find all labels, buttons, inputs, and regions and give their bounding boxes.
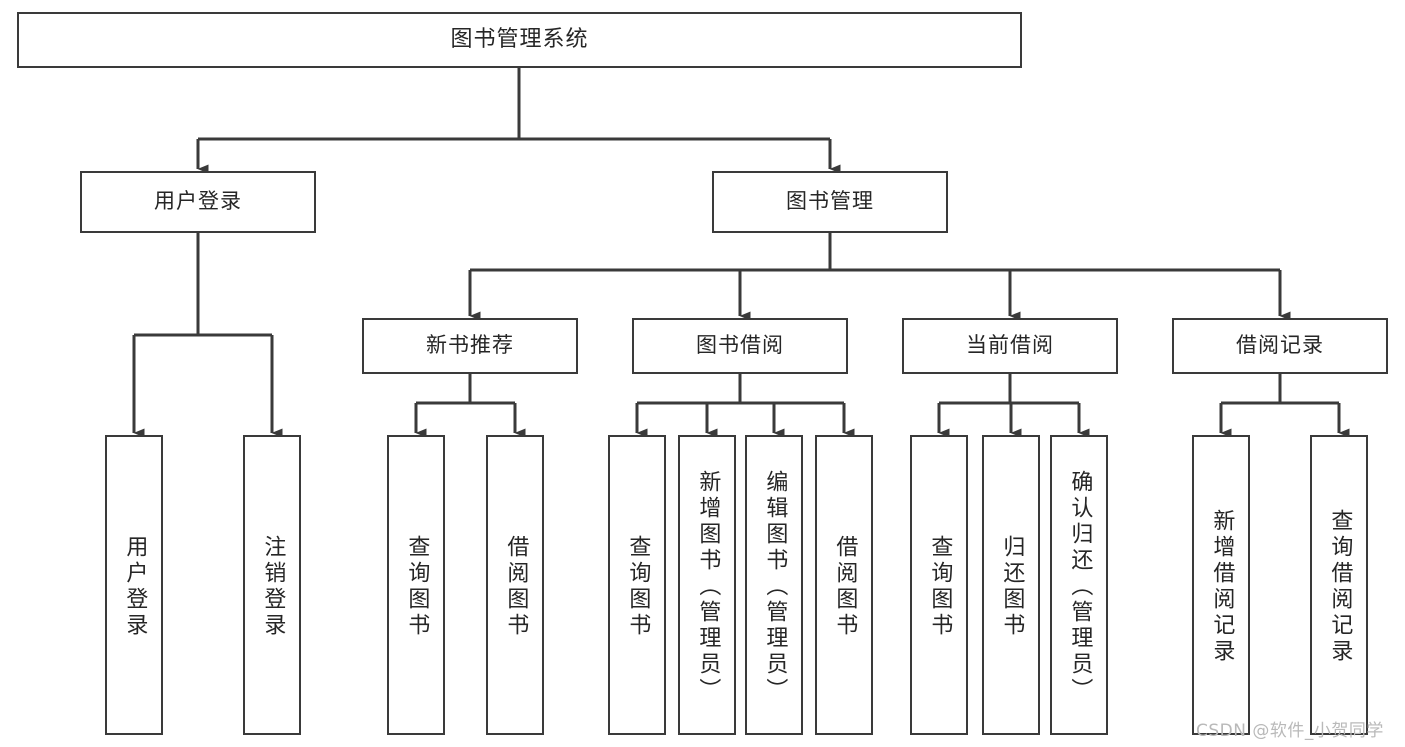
leaf-edit-book-admin-label: 编辑图书（管理员） (762, 470, 788, 704)
leaf-add-book-admin-label: 新增图书（管理员） (695, 470, 721, 704)
leaf-borrow-book[interactable]: 借阅图书 (815, 435, 873, 735)
leaf-query-book-borrow-label: 查询图书 (625, 535, 651, 639)
leaf-user-login[interactable]: 用户登录 (105, 435, 163, 735)
leaf-query-book-rec[interactable]: 查询图书 (387, 435, 445, 735)
node-new-book-recommend-label: 新书推荐 (426, 333, 514, 358)
watermark: CSDN @软件_小贺同学 (1196, 716, 1384, 741)
node-borrow-record[interactable]: 借阅记录 (1172, 318, 1388, 374)
node-new-book-recommend[interactable]: 新书推荐 (362, 318, 578, 374)
leaf-borrow-book-label: 借阅图书 (832, 535, 858, 639)
node-borrow-record-label: 借阅记录 (1236, 333, 1324, 358)
leaf-user-logout-label: 注销登录 (260, 535, 286, 639)
leaf-query-borrow-record[interactable]: 查询借阅记录 (1310, 435, 1368, 735)
node-book-borrow-label: 图书借阅 (696, 333, 784, 358)
node-book-management[interactable]: 图书管理 (712, 171, 948, 233)
leaf-edit-book-admin[interactable]: 编辑图书（管理员） (745, 435, 803, 735)
node-root[interactable]: 图书管理系统 (17, 12, 1022, 68)
leaf-query-borrow-record-label: 查询借阅记录 (1327, 509, 1353, 665)
leaf-user-login-label: 用户登录 (122, 535, 148, 639)
leaf-query-book-borrow[interactable]: 查询图书 (608, 435, 666, 735)
leaf-confirm-return-admin-label: 确认归还（管理员） (1067, 470, 1093, 704)
node-book-borrow[interactable]: 图书借阅 (632, 318, 848, 374)
leaf-return-book-label: 归还图书 (999, 535, 1025, 639)
leaf-return-book[interactable]: 归还图书 (982, 435, 1040, 735)
leaf-query-book-rec-label: 查询图书 (404, 535, 430, 639)
leaf-confirm-return-admin[interactable]: 确认归还（管理员） (1050, 435, 1108, 735)
node-root-label: 图书管理系统 (450, 26, 589, 52)
node-book-management-label: 图书管理 (786, 189, 874, 214)
leaf-borrow-book-rec[interactable]: 借阅图书 (486, 435, 544, 735)
leaf-user-logout[interactable]: 注销登录 (243, 435, 301, 735)
leaf-add-borrow-record[interactable]: 新增借阅记录 (1192, 435, 1250, 735)
leaf-borrow-book-rec-label: 借阅图书 (503, 535, 529, 639)
leaf-query-book-current[interactable]: 查询图书 (910, 435, 968, 735)
node-user-login-label: 用户登录 (154, 189, 242, 214)
leaf-add-book-admin[interactable]: 新增图书（管理员） (678, 435, 736, 735)
leaf-query-book-current-label: 查询图书 (927, 535, 953, 639)
node-current-borrow[interactable]: 当前借阅 (902, 318, 1118, 374)
watermark-text: CSDN @软件_小贺同学 (1196, 721, 1384, 741)
node-user-login[interactable]: 用户登录 (80, 171, 316, 233)
node-current-borrow-label: 当前借阅 (966, 333, 1054, 358)
leaf-add-borrow-record-label: 新增借阅记录 (1209, 509, 1235, 665)
